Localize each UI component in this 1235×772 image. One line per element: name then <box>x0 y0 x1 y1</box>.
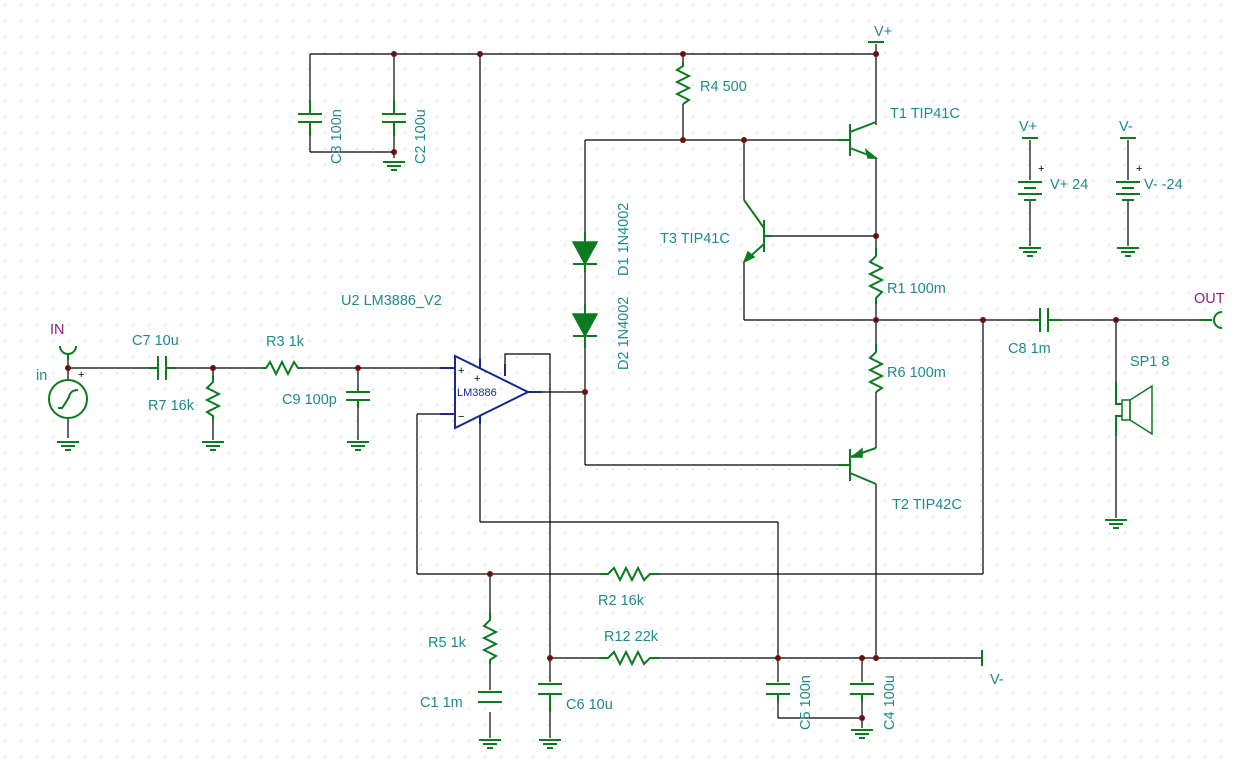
label-sp1: SP1 8 <box>1130 354 1170 370</box>
label-r1: R1 100m <box>887 281 946 297</box>
battery-vneg-plus-mark: + <box>1136 163 1142 175</box>
port-in-label: IN <box>50 322 65 338</box>
label-vsrc-neg: V- -24 <box>1144 177 1183 193</box>
label-r2: R2 16k <box>598 593 645 609</box>
junction-dots <box>65 51 1119 721</box>
opamp-minus-pin-mark: − <box>458 411 464 423</box>
transistor-t3-symbol[interactable] <box>742 199 772 264</box>
label-c1: C1 1m <box>420 695 463 711</box>
resistor-r12-symbol[interactable] <box>600 649 660 667</box>
capacitor-c4-symbol[interactable] <box>850 683 874 739</box>
capacitor-c5-symbol[interactable] <box>766 683 790 702</box>
label-r3: R3 1k <box>266 334 305 350</box>
resistor-r1-symbol[interactable] <box>867 248 885 304</box>
capacitor-c2-symbol[interactable] <box>382 100 406 171</box>
label-c5: C5 100n <box>798 675 814 730</box>
diode-d2-symbol[interactable] <box>571 304 599 348</box>
wires <box>67 44 1208 738</box>
label-u2: U2 LM3886_V2 <box>341 293 442 309</box>
label-c6: C6 10u <box>566 697 613 713</box>
net-vneg-source: V- <box>1119 119 1133 135</box>
label-t3: T3 TIP41C <box>660 231 730 247</box>
capacitor-c6-symbol[interactable] <box>538 683 562 749</box>
label-r4: R4 500 <box>700 79 747 95</box>
transistor-t1-symbol[interactable] <box>838 121 879 159</box>
label-c4: C4 100u <box>882 675 898 730</box>
label-c8: C8 1m <box>1008 341 1051 357</box>
label-d1: D1 1N4002 <box>616 203 632 276</box>
signal-source-symbol[interactable] <box>48 379 88 451</box>
opamp-plus-pin-mark: + <box>458 365 464 377</box>
label-r7: R7 16k <box>148 398 195 414</box>
source-in-label: in <box>36 368 47 384</box>
battery-vpos-symbol[interactable] <box>1018 137 1042 257</box>
diode-d1-symbol[interactable] <box>571 232 599 272</box>
speaker-sp1-symbol[interactable] <box>1104 382 1153 529</box>
label-c9: C9 100p <box>282 392 337 408</box>
label-t2: T2 TIP42C <box>892 497 962 513</box>
label-u2-body: LM3886 <box>457 387 497 399</box>
input-port-symbol[interactable] <box>59 345 77 360</box>
capacitor-c9-symbol[interactable] <box>346 391 370 451</box>
resistor-r2-symbol[interactable] <box>600 565 660 583</box>
capacitor-c1-symbol[interactable] <box>478 691 502 749</box>
label-r5: R5 1k <box>428 635 467 651</box>
resistor-r3-symbol[interactable] <box>262 359 302 377</box>
resistor-r7-symbol[interactable] <box>201 376 225 451</box>
source-plus-mark: + <box>78 369 84 381</box>
output-port-symbol[interactable] <box>1200 311 1223 329</box>
label-vsrc-pos: V+ 24 <box>1050 177 1088 193</box>
label-r6: R6 100m <box>887 365 946 381</box>
port-out-label: OUT <box>1194 291 1225 307</box>
battery-vneg-symbol[interactable] <box>1116 137 1140 257</box>
resistor-r4-symbol[interactable] <box>674 62 692 105</box>
net-vpos-source: V+ <box>1019 119 1037 135</box>
net-vpos-top: V+ <box>874 24 892 40</box>
label-d2: D2 1N4002 <box>616 297 632 370</box>
capacitor-c7-symbol[interactable] <box>148 356 176 380</box>
capacitor-c3-symbol[interactable] <box>298 100 322 136</box>
label-t1: T1 TIP41C <box>890 106 960 122</box>
opamp-u2-symbol[interactable] <box>440 354 542 430</box>
battery-vpos-plus-mark: + <box>1038 163 1044 175</box>
resistor-r5-symbol[interactable] <box>481 612 499 664</box>
label-c2: C2 100u <box>413 109 429 164</box>
resistor-r6-symbol[interactable] <box>867 344 885 393</box>
capacitor-c8-symbol[interactable] <box>1028 308 1062 332</box>
label-c7: C7 10u <box>132 333 179 349</box>
label-r12: R12 22k <box>604 629 659 645</box>
net-vneg-bottom: V- <box>990 672 1004 688</box>
label-c3: C3 100n <box>329 109 345 164</box>
opamp-vplus-pin-mark: + <box>474 373 480 385</box>
transistor-t2-symbol[interactable] <box>838 447 877 485</box>
